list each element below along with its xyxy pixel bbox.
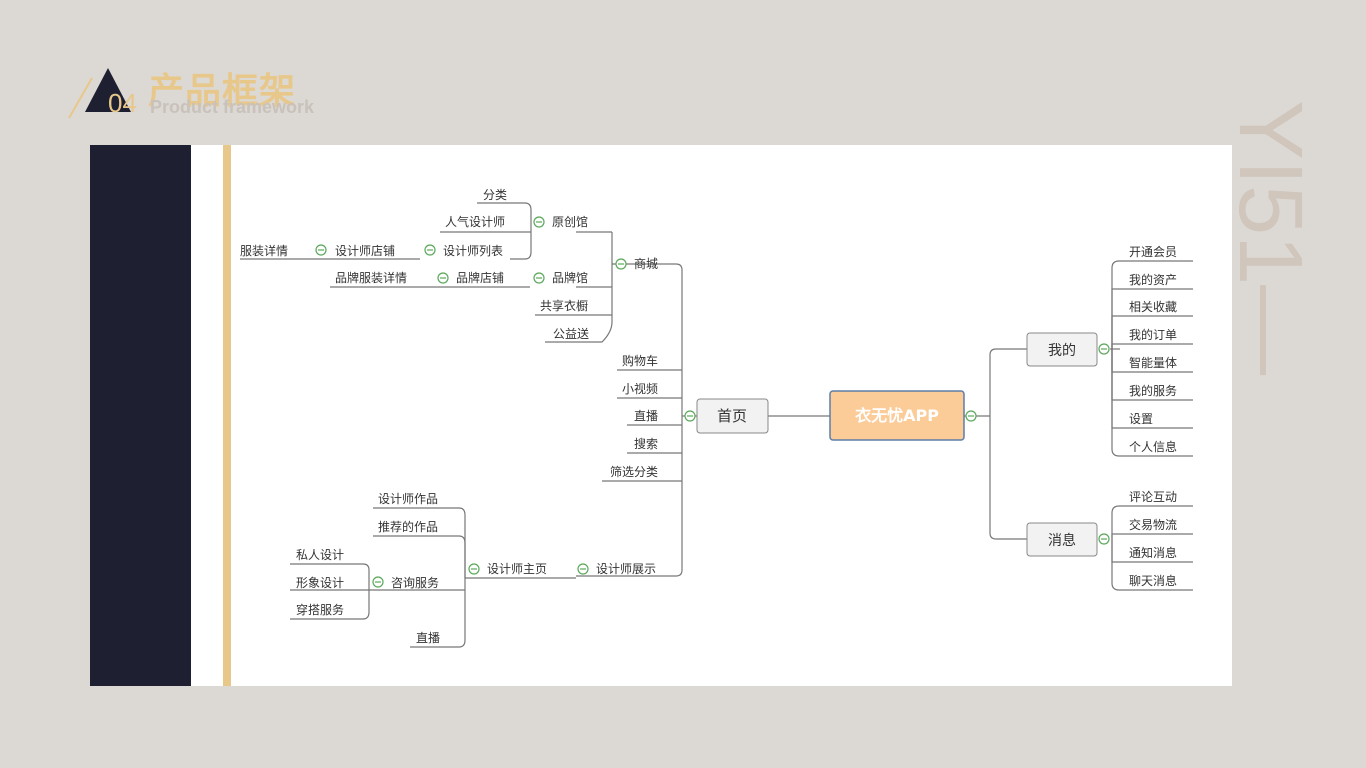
- node-designer-works: 设计师作品: [378, 492, 438, 506]
- node-mine-8: 个人信息: [1129, 439, 1177, 454]
- dark-side-bar: [90, 145, 191, 686]
- svg-text:YI51—: YI51—: [1228, 100, 1320, 375]
- node-mall: 商城: [634, 256, 658, 271]
- home-node: [696, 398, 769, 434]
- node-clothing-detail: 服装详情: [240, 243, 288, 258]
- node-msg-4: 聊天消息: [1129, 573, 1177, 588]
- node-mine-2: 我的资产: [1129, 272, 1177, 287]
- node-private-design: 私人设计: [296, 548, 344, 562]
- page-title: 产品框架: [148, 71, 297, 112]
- node-mine-6: 我的服务: [1129, 383, 1177, 398]
- node-consult-service: 咨询服务: [391, 575, 439, 590]
- node-styling-service: 穿搭服务: [296, 602, 344, 617]
- node-msg-3: 通知消息: [1129, 545, 1177, 560]
- node-filter: 筛选分类: [610, 464, 658, 479]
- node-designer-home: 设计师主页: [487, 562, 547, 576]
- section-number: 04: [108, 88, 137, 118]
- node-live-home: 直播: [634, 409, 658, 423]
- node-categories: 分类: [483, 188, 507, 202]
- node-brand-hall: 品牌馆: [552, 270, 588, 285]
- node-mine-4: 我的订单: [1129, 327, 1177, 342]
- root-node: [829, 390, 965, 441]
- node-search: 搜索: [634, 436, 658, 451]
- root-node-label: 衣无忧APP: [855, 406, 939, 425]
- node-recommended-works: 推荐的作品: [378, 519, 438, 534]
- node-mine-7: 设置: [1129, 412, 1153, 426]
- gold-accent-bar: [223, 145, 231, 686]
- node-msg-1: 评论互动: [1129, 490, 1177, 504]
- node-brand-clothing-detail: 品牌服装详情: [335, 270, 407, 285]
- node-short-video: 小视频: [622, 381, 658, 396]
- watermark-text: YI51—: [1228, 100, 1320, 375]
- node-mine-3: 相关收藏: [1129, 300, 1177, 314]
- node-mine-1: 开通会员: [1129, 245, 1177, 259]
- node-designer-list: 设计师列表: [443, 244, 503, 258]
- node-popular-designers: 人气设计师: [445, 214, 505, 229]
- node-live-designer: 直播: [416, 631, 440, 645]
- page-subtitle: Product framework: [150, 97, 315, 117]
- messages-node: [1026, 522, 1098, 557]
- node-charity: 公益送: [553, 326, 589, 341]
- node-cart: 购物车: [622, 353, 658, 368]
- node-shared-wardrobe: 共享衣橱: [540, 298, 588, 313]
- mine-node: [1026, 332, 1098, 367]
- node-msg-2: 交易物流: [1129, 517, 1177, 532]
- triangle-logo-icon: [68, 68, 131, 119]
- node-image-design: 形象设计: [296, 576, 344, 590]
- node-designer-showcase: 设计师展示: [596, 562, 656, 576]
- node-mine-5: 智能量体: [1129, 355, 1177, 370]
- node-designer-store: 设计师店铺: [335, 244, 395, 258]
- messages-node-label: 消息: [1048, 532, 1076, 549]
- home-node-label: 首页: [717, 407, 747, 425]
- node-original: 原创馆: [552, 214, 588, 229]
- node-brand-store: 品牌店铺: [456, 271, 504, 285]
- mine-node-label: 我的: [1048, 343, 1076, 359]
